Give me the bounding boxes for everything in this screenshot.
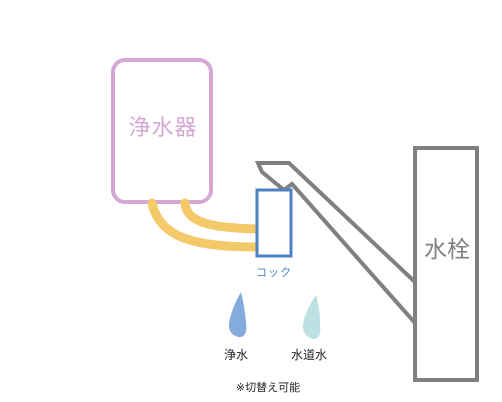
cock-label: コック xyxy=(256,266,292,279)
faucet-spout xyxy=(254,161,417,329)
tap-water-drop-icon xyxy=(303,295,321,339)
purifier-label: 浄水器 xyxy=(128,116,197,141)
purified-water-label: 浄水 xyxy=(224,348,248,362)
purifier-box xyxy=(111,58,213,204)
switchable-note: ※切替え可能 xyxy=(236,380,300,394)
purified-water-drop-icon xyxy=(229,292,247,337)
faucet-label: 水栓 xyxy=(424,237,470,263)
tap-water-label: 水道水 xyxy=(291,348,327,362)
hose-left xyxy=(147,198,263,252)
faucet-body xyxy=(413,146,479,382)
cock-box xyxy=(255,188,293,258)
hose-right xyxy=(180,198,263,234)
